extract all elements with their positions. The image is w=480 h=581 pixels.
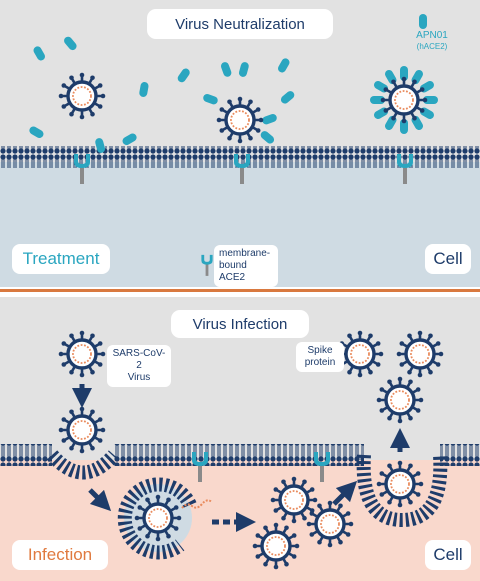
apn01-legend-icon xyxy=(419,14,427,29)
apn01-molecules xyxy=(29,36,295,153)
membrane-legend-line1: membrane- xyxy=(219,248,271,259)
cell-label-top: Cell xyxy=(425,244,471,274)
spike-label-line2: protein xyxy=(304,357,336,368)
panel-separator xyxy=(0,289,480,292)
virus-label-line1: SARS-CoV-2 xyxy=(112,348,166,371)
apn01-legend: APN01 (hACE2) xyxy=(407,30,457,52)
cell-label-bottom: Cell xyxy=(425,540,471,570)
neutralized-virus xyxy=(370,66,438,134)
spike-label-line1: Spike xyxy=(307,345,333,356)
membrane-ace2-legend: membrane- bound ACE2 xyxy=(214,245,278,287)
apn01-legend-label: APN01 xyxy=(416,30,448,41)
infection-label: Infection xyxy=(12,540,108,570)
virus-label: SARS-CoV-2 Virus xyxy=(107,345,171,387)
virus-label-line2: Virus xyxy=(127,372,151,383)
apn01-legend-sublabel: (hACE2) xyxy=(416,42,448,51)
endocytic-pit xyxy=(46,450,120,480)
endosome xyxy=(117,477,213,560)
spike-protein-label: Spike protein xyxy=(296,342,344,372)
neutralization-title: Virus Neutralization xyxy=(147,9,333,39)
cell-membrane-top xyxy=(0,146,480,168)
exocytic-bud xyxy=(356,454,448,528)
process-arrows xyxy=(72,384,410,532)
membrane-legend-line2: bound ACE2 xyxy=(219,260,247,283)
infection-title: Virus Infection xyxy=(171,310,309,338)
viral-rna xyxy=(181,499,213,509)
treatment-label: Treatment xyxy=(12,244,110,274)
